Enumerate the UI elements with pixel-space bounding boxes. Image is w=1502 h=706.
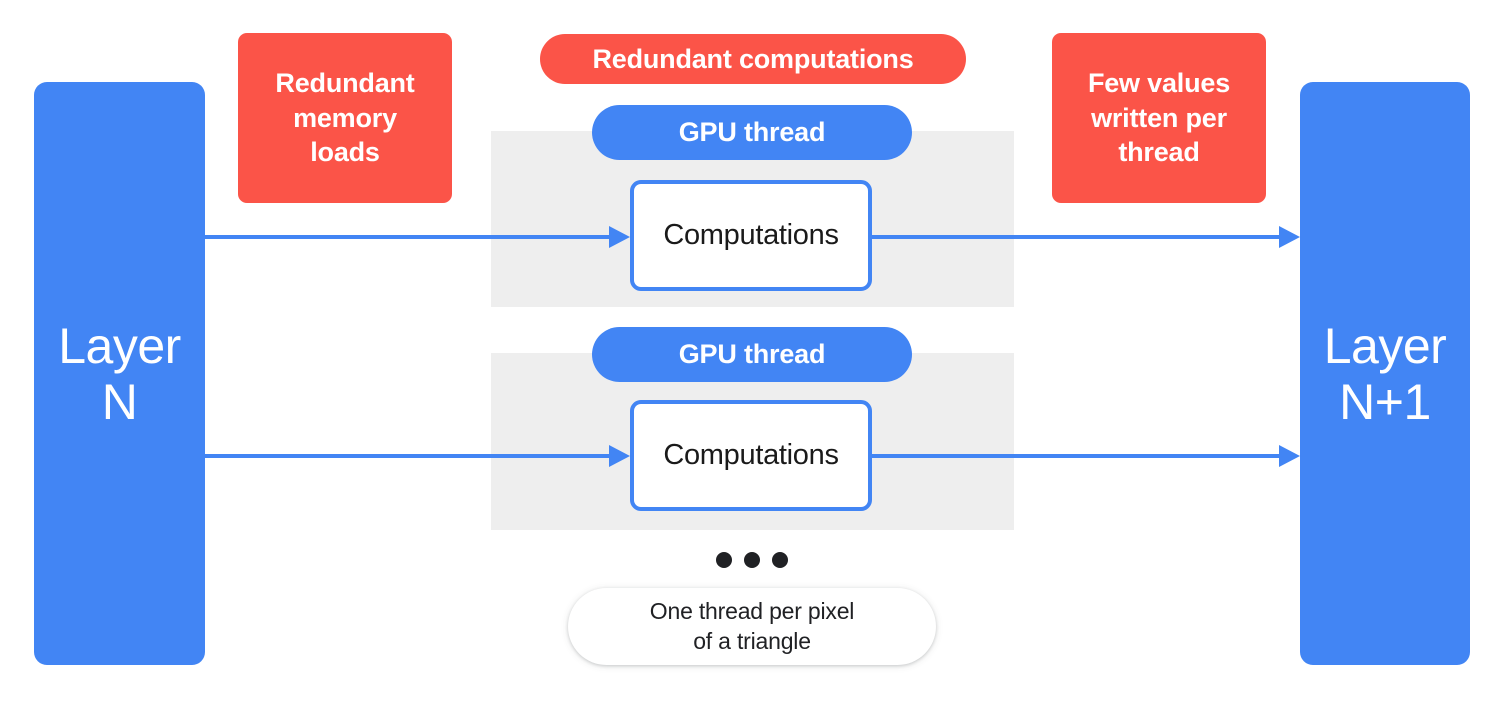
ellipsis-dot-2 bbox=[744, 552, 760, 568]
arrow-head-out-2 bbox=[1279, 445, 1300, 467]
callout-few-values-written-per-thread: Few values written per thread bbox=[1052, 33, 1266, 203]
callout-redundant-computations: Redundant computations bbox=[540, 34, 966, 84]
gpu-thread-pill-2: GPU thread bbox=[592, 327, 912, 382]
arrow-line-out-1 bbox=[872, 235, 1280, 239]
layer-n-block: Layer N bbox=[34, 82, 205, 665]
arrow-line-out-2 bbox=[872, 454, 1280, 458]
computations-box-1: Computations bbox=[630, 180, 872, 291]
arrow-head-in-1 bbox=[609, 226, 630, 248]
arrow-line-in-2 bbox=[205, 454, 610, 458]
ellipsis-dot-3 bbox=[772, 552, 788, 568]
arrow-head-out-1 bbox=[1279, 226, 1300, 248]
computations-box-2: Computations bbox=[630, 400, 872, 511]
arrow-head-in-2 bbox=[609, 445, 630, 467]
layer-n-plus-1-block: Layer N+1 bbox=[1300, 82, 1470, 665]
gpu-thread-pill-1: GPU thread bbox=[592, 105, 912, 160]
callout-redundant-memory-loads: Redundant memory loads bbox=[238, 33, 452, 203]
ellipsis-dots-icon bbox=[716, 551, 788, 569]
footer-note-one-thread-per-pixel: One thread per pixel of a triangle bbox=[568, 588, 936, 665]
arrow-line-in-1 bbox=[205, 235, 610, 239]
ellipsis-dot-1 bbox=[716, 552, 732, 568]
